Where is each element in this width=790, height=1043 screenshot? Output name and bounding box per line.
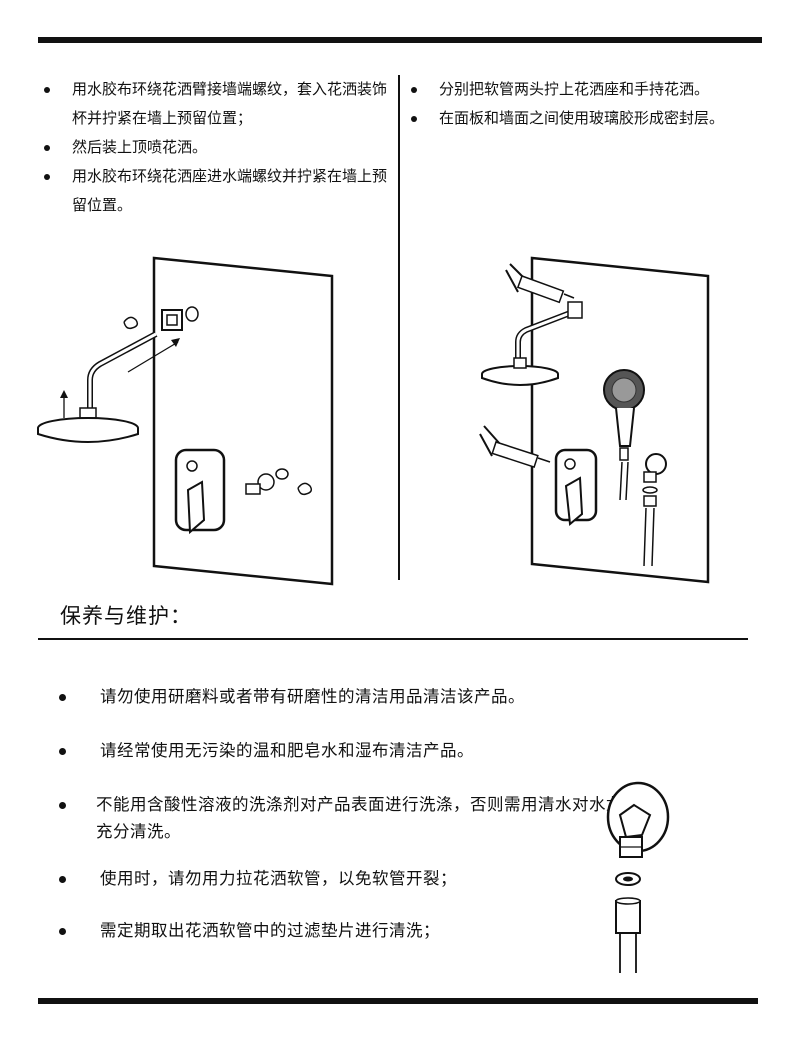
list-item: 使用时，请勿用力拉花洒软管，以免软管开裂； <box>38 865 660 892</box>
shower-arm-installation-illustration <box>37 256 334 586</box>
section-rule <box>38 638 748 640</box>
list-item: 不能用含酸性溶液的洗涤剂对产品表面进行洗涤，否则需用清水对水龙头充分清洗。 <box>38 791 656 845</box>
mixer-valve-icon <box>174 448 226 535</box>
install-steps-right: 分别把软管两头拧上花洒座和手持花洒。 在面板和墙面之间使用玻璃胶形成密封层。 <box>405 75 757 133</box>
wall-outlet-elbow-icon <box>619 453 667 567</box>
filter-washer-icon <box>615 872 641 886</box>
bullet-icon <box>411 87 417 93</box>
list-item: 用水胶布环绕花洒臂接墙端螺纹，套入花洒装饰杯并拧紧在墙上预留位置； <box>38 75 393 133</box>
bullet-icon <box>59 748 66 755</box>
bullet-icon <box>44 145 50 151</box>
list-item: 然后装上顶喷花洒。 <box>38 133 393 162</box>
wall-outlet-elbow-icon <box>606 781 670 858</box>
bullet-icon <box>59 876 66 883</box>
top-rule <box>38 37 762 43</box>
list-item: 请经常使用无污染的温和肥皂水和湿布清洁产品。 <box>38 737 700 764</box>
shower-head-icon <box>37 407 139 443</box>
shower-head-icon <box>481 357 559 386</box>
wall-flange-icon <box>161 306 199 331</box>
install-steps-left: 用水胶布环绕花洒臂接墙端螺纹，套入花洒装饰杯并拧紧在墙上预留位置； 然后装上顶喷… <box>38 75 393 220</box>
hand-shower-icon <box>603 369 645 461</box>
bottom-rule <box>38 998 758 1004</box>
bullet-icon <box>59 802 66 809</box>
list-item: 分别把软管两头拧上花洒座和手持花洒。 <box>405 75 757 104</box>
mixer-valve-icon <box>554 448 598 526</box>
bullet-icon <box>59 928 66 935</box>
hose-filter-washer-illustration <box>606 781 670 973</box>
bullet-icon <box>411 116 417 122</box>
sealant-gun-icon <box>479 425 551 468</box>
bullet-icon <box>59 694 66 701</box>
bullet-icon <box>44 87 50 93</box>
hose-icon <box>615 897 641 973</box>
sealant-and-hose-installation-illustration <box>479 256 710 584</box>
list-item: 请勿使用研磨料或者带有研磨性的清洁用品清洁该产品。 <box>38 683 700 710</box>
list-item: 用水胶布环绕花洒座进水端螺纹并拧紧在墙上预留位置。 <box>38 162 393 220</box>
sealant-gun-icon <box>505 263 575 304</box>
column-divider <box>398 75 400 580</box>
list-item: 需定期取出花洒软管中的过滤垫片进行清洗； <box>38 917 660 944</box>
care-section-title: 保养与维护： <box>60 604 192 628</box>
list-item: 在面板和墙面之间使用玻璃胶形成密封层。 <box>405 104 757 133</box>
bullet-icon <box>44 174 50 180</box>
wall-outlet-elbow-icon <box>245 468 313 496</box>
